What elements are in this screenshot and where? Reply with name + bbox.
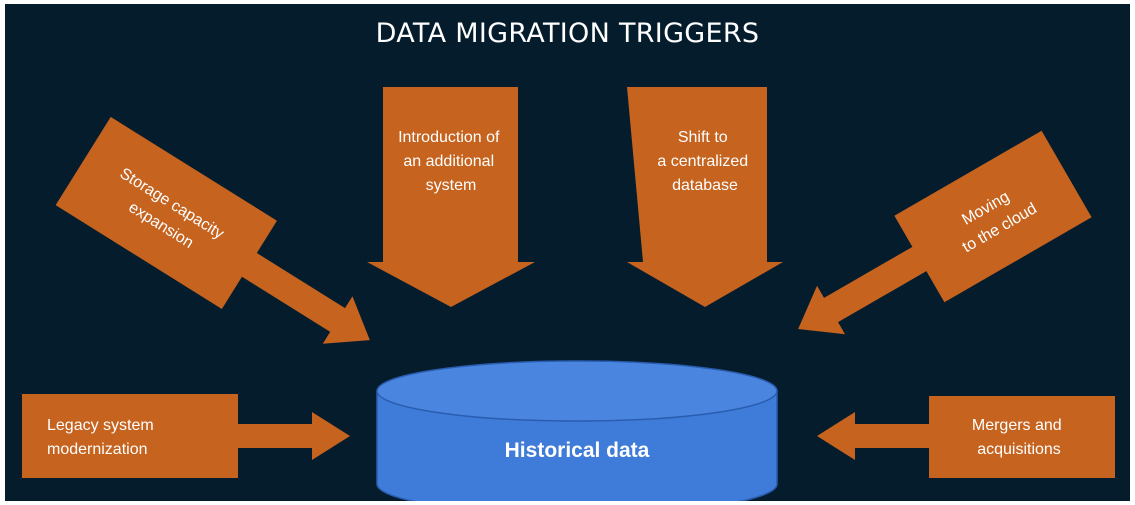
trigger-centralized-line-2: a centralized [657,153,748,170]
trigger-centralized-text: Shift to a centralized database [657,129,752,194]
trigger-mergers-line-1: Mergers and [972,417,1062,434]
diagram-canvas: Historical data Introduction of an addit… [22,87,1115,501]
trigger-additional-system-arrow: Introduction of an additional system [367,87,535,307]
trigger-centralized-arrow: Shift to a centralized database [627,87,783,307]
trigger-centralized-line-3: database [672,177,738,194]
trigger-storage-arrow: Storage capacity expansion [55,116,370,344]
trigger-centralized-line-1: Shift to [678,129,728,146]
trigger-legacy-line-1: Legacy system [47,417,154,434]
trigger-mergers-text: Mergers and acquisitions [972,417,1066,458]
historical-data-label: Historical data [505,439,650,462]
trigger-additional-system-text: Introduction of an additional system [398,129,504,194]
trigger-legacy-line-2: modernization [47,441,148,458]
historical-data-cylinder: Historical data [376,360,778,501]
trigger-mergers-line-2: acquisitions [977,441,1061,458]
trigger-additional-system-line-2: an additional [403,153,494,170]
diagram-title: DATA MIGRATION TRIGGERS [375,18,760,49]
trigger-mergers-arrow: Mergers and acquisitions [817,396,1115,478]
diagram-slide: DATA MIGRATION TRIGGERS Historical data … [5,4,1130,501]
trigger-legacy-text: Legacy system modernization [47,417,158,458]
trigger-additional-system-line-1: Introduction of [398,129,500,146]
trigger-cloud-arrow: Moving to the cloud [798,130,1092,335]
trigger-legacy-arrow: Legacy system modernization [22,394,350,478]
trigger-additional-system-line-3: system [426,177,477,194]
